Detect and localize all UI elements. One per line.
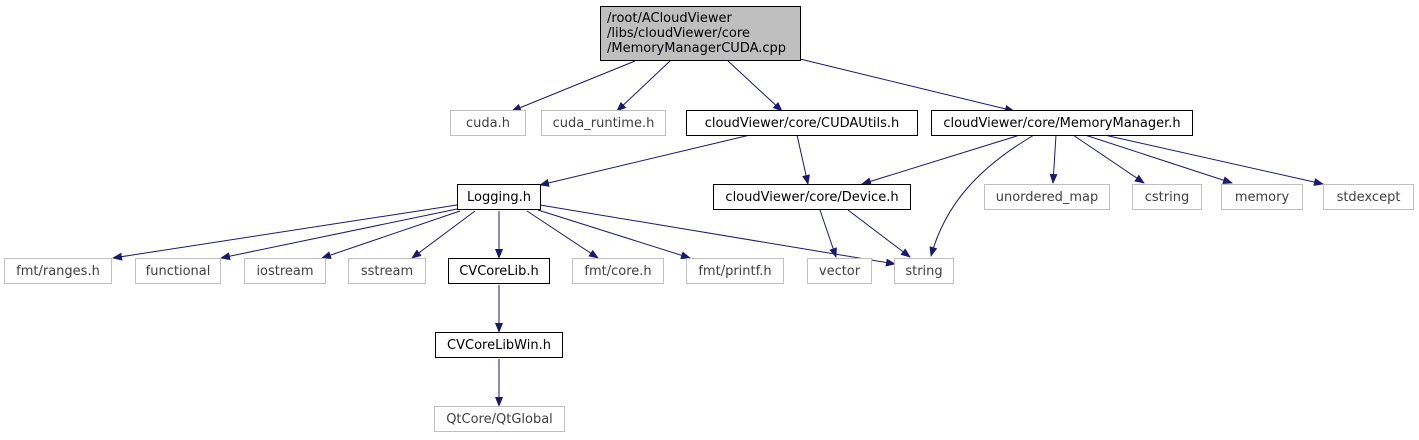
- node-iostream: iostream: [244, 258, 326, 284]
- edge-logging-sstream: [411, 210, 476, 259]
- node-memory: memory: [1221, 184, 1303, 210]
- node-cvcorelibwin-h[interactable]: CVCoreLibWin.h: [435, 332, 563, 358]
- edge-cudautils-device: [796, 134, 810, 185]
- edge-device-vector: [819, 209, 837, 258]
- node-cuda-runtime-h: cuda_runtime.h: [541, 110, 666, 136]
- node-cstring: cstring: [1132, 184, 1202, 210]
- node-cvcorelib-h[interactable]: CVCoreLib.h: [448, 258, 550, 284]
- node-fmt-ranges-h: fmt/ranges.h: [4, 258, 112, 284]
- edge-root-memorymanager: [799, 58, 1015, 113]
- edge-logging-fmt-ranges: [112, 204, 458, 261]
- node-memorymanager-h[interactable]: cloudViewer/core/MemoryManager.h: [931, 110, 1193, 136]
- edge-root-cuda: [511, 60, 636, 112]
- node-qtcore-qtglobal: QtCore/QtGlobal: [434, 406, 565, 432]
- edge-logging-fmt-printf: [537, 209, 691, 260]
- node-sstream: sstream: [348, 258, 426, 284]
- root-line-2: /libs/cloudViewer/core: [607, 26, 750, 41]
- node-logging-h[interactable]: Logging.h: [457, 184, 541, 210]
- node-string: string: [894, 258, 954, 284]
- node-stdexcept: stdexcept: [1323, 184, 1414, 210]
- edge-memorymanager-stdexcept: [1099, 133, 1324, 186]
- edge-memorymanager-device: [861, 134, 1021, 186]
- node-unordered-map: unordered_map: [984, 184, 1110, 210]
- edge-logging-fmt-core: [526, 210, 599, 259]
- edge-memorymanager-cstring: [1072, 134, 1145, 184]
- root-line-1: /root/ACloudViewer: [607, 11, 732, 26]
- node-memorymanagercuda-cpp[interactable]: /root/ACloudViewer /libs/cloudViewer/cor…: [600, 6, 801, 61]
- root-line-3: /MemoryManagerCUDA.cpp: [607, 41, 787, 56]
- node-cuda-h: cuda.h: [450, 110, 526, 136]
- edge-memorymanager-unordered-map: [1049, 134, 1058, 184]
- edge-logging-functional: [220, 208, 458, 261]
- node-functional: functional: [135, 258, 221, 284]
- node-fmt-core-h: fmt/core.h: [572, 258, 664, 284]
- node-device-h[interactable]: cloudViewer/core/Device.h: [713, 184, 911, 210]
- edge-root-cudautils: [727, 60, 783, 112]
- node-cudautils-h[interactable]: cloudViewer/core/CUDAUtils.h: [686, 110, 918, 136]
- edge-memorymanager-memory: [1084, 134, 1233, 185]
- node-fmt-printf-h: fmt/printf.h: [686, 258, 784, 284]
- node-vector: vector: [807, 258, 872, 284]
- edge-memorymanager-string: [929, 134, 1035, 257]
- edge-logging-iostream: [321, 210, 461, 259]
- edge-device-string: [847, 209, 911, 258]
- edge-root-cuda-runtime: [616, 60, 671, 112]
- edge-cudautils-logging: [539, 134, 751, 187]
